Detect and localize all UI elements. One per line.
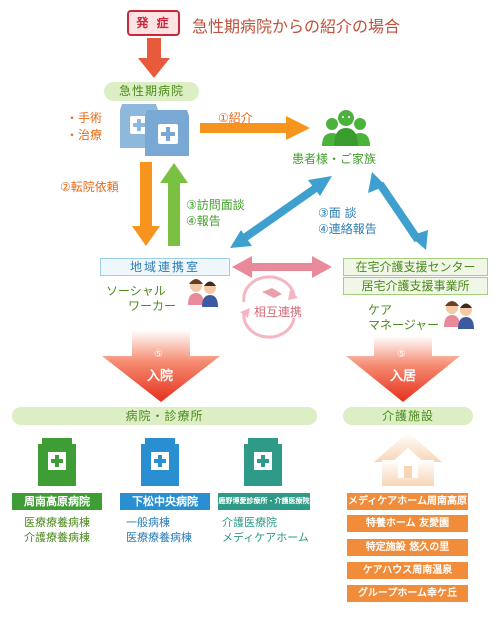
care-manager-label-1: ケア xyxy=(368,303,393,317)
home-care-office-box: 居宅介護支援事業所 xyxy=(343,277,488,295)
hospital-name-2: 鹿野博愛診療所・介護医療院 xyxy=(218,493,310,510)
introduction-arrow xyxy=(200,116,310,140)
visit-interview-label: ③訪問面談 xyxy=(186,198,245,212)
interview-label: ③面 談 xyxy=(318,206,357,220)
introduction-label: ①紹介 xyxy=(218,111,253,125)
acute-hospital-icon xyxy=(120,104,189,156)
mutual-cooperation-arrow xyxy=(232,256,332,278)
contact-report-label: ④連絡報告 xyxy=(318,222,377,236)
hospital-building-icon-2 xyxy=(244,438,282,486)
hospital-0-ward-1: 介護療養病棟 xyxy=(24,531,90,544)
hospital-name-0: 周南高原病院 xyxy=(12,493,102,510)
hospital-building-icon-0 xyxy=(38,438,76,486)
patient-family-label: 患者様・ご家族 xyxy=(292,152,377,166)
patient-family-icon xyxy=(322,110,370,146)
onset-badge: 発 症 xyxy=(127,10,180,36)
hospital-2-ward-1: メディケアホーム xyxy=(222,531,309,544)
care-facility-0: メディケアホーム周南高原 xyxy=(347,493,468,510)
admission-number: ⑤ xyxy=(154,349,163,360)
hospital-name-1: 下松中央病院 xyxy=(120,493,210,510)
patient-regional-arrow xyxy=(230,176,332,248)
care-manager-label-2: マネージャー xyxy=(368,318,440,332)
hospital-1-ward-0: 一般病棟 xyxy=(126,516,170,529)
social-worker-icon xyxy=(188,279,218,307)
hospital-1-ward-1: 医療療養病棟 xyxy=(126,531,192,544)
acute-hospital-label: 急性期病院 xyxy=(104,82,199,101)
hospital-2-ward-0: 介護医療院 xyxy=(222,516,277,529)
home-care-support-center-box: 在宅介護支援センター xyxy=(343,258,488,276)
handshake-icon xyxy=(240,275,298,339)
hospitals-section-title: 病院・診療所 xyxy=(12,407,317,425)
mutual-cooperation-label: 相互連携 xyxy=(254,305,303,319)
social-worker-label-1: ソーシャル xyxy=(106,284,166,298)
acute-action-surgery: ・手術 xyxy=(66,111,103,125)
care-facility-4: グループホーム幸ケ丘 xyxy=(347,585,468,602)
care-section-title: 介護施設 xyxy=(343,407,473,425)
patient-homecare-arrow xyxy=(368,172,428,250)
regional-office-box: 地域連携室 xyxy=(100,258,230,276)
acute-action-treatment: ・治療 xyxy=(66,128,103,142)
transfer-request-arrow xyxy=(132,162,160,246)
page-title: 急性期病院からの紹介の場合 xyxy=(192,17,401,36)
hospital-building-icon-1 xyxy=(141,438,179,486)
care-home-icon xyxy=(374,432,442,486)
admission-arrow xyxy=(102,330,220,402)
care-facility-1: 特養ホーム 友愛園 xyxy=(347,515,468,532)
admission-label: 入院 xyxy=(147,369,174,384)
care-facility-2: 特定施設 悠久の里 xyxy=(347,539,468,556)
residence-label: 入居 xyxy=(390,369,417,384)
transfer-request-label: ②転院依頼 xyxy=(60,180,119,194)
report-label: ④報告 xyxy=(186,214,221,228)
social-worker-label-2: ワーカー xyxy=(128,299,177,313)
care-facility-3: ケアハウス周南温泉 xyxy=(347,562,468,579)
hospital-0-ward-0: 医療療養病棟 xyxy=(24,516,90,529)
residence-number: ⑤ xyxy=(397,349,406,360)
residence-arrow xyxy=(346,336,460,402)
visit-interview-arrow xyxy=(160,163,188,246)
care-manager-icon xyxy=(444,301,474,329)
onset-arrow xyxy=(138,38,170,78)
